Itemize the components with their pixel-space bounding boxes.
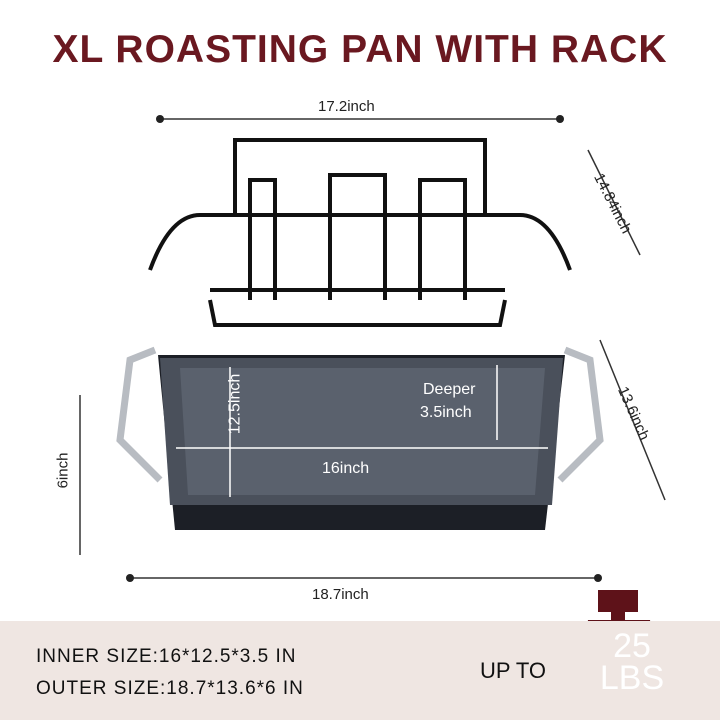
page-title: XL ROASTING PAN WITH RACK [52, 28, 668, 71]
inner-depth-label: 12.5inch [226, 373, 244, 435]
inner-size-spec: INNER SIZE:16*12.5*3.5 IN [36, 646, 297, 667]
deeper-value: 3.5inch [420, 404, 472, 421]
rack-width-label: 17.2inch [318, 98, 375, 115]
spec-band [0, 621, 720, 720]
capacity-value: 25 [613, 627, 651, 665]
pan-width-label: 18.7inch [312, 586, 369, 603]
rack-image [148, 138, 572, 327]
capacity-prefix: UP TO [480, 658, 547, 683]
pan-image [116, 346, 604, 530]
pan-height-label: 6inch [54, 452, 72, 489]
outer-size-spec: OUTER SIZE:18.7*13.6*6 IN [36, 678, 304, 699]
deeper-label: Deeper [423, 381, 476, 398]
capacity-unit: LBS [599, 659, 665, 697]
inner-width-label: 16inch [322, 460, 370, 477]
